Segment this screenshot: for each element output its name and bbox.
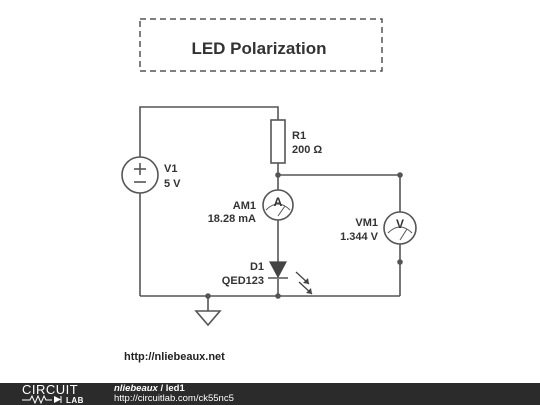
v1-value: 5 V	[164, 178, 181, 190]
voltmeter-symbol: V	[396, 217, 404, 231]
ammeter-symbol: A	[274, 195, 283, 209]
wire-top	[139, 106, 279, 157]
ground-symbol	[194, 310, 222, 327]
voltage-source-v1	[121, 156, 159, 194]
d1-value: QED123	[222, 275, 264, 287]
title-box	[139, 18, 383, 72]
circuit-credit: nliebeaux / led1	[114, 384, 234, 394]
logo-text-top: CIRCUIT	[22, 382, 79, 397]
meter-scale-arc	[265, 203, 291, 211]
junction-node	[205, 293, 211, 299]
resistor-r1	[270, 119, 286, 164]
logo-text-bottom: LAB	[66, 396, 84, 405]
meter-needle	[399, 228, 408, 241]
credit-separator: /	[160, 383, 164, 394]
circuitlab-logo[interactable]: CIRCUIT LAB	[22, 383, 102, 405]
junction-node	[275, 293, 281, 299]
circuit-info: nliebeaux / led1 http://circuitlab.com/c…	[114, 384, 234, 404]
meter-needle	[277, 205, 286, 217]
author-url[interactable]: http://nliebeaux.net	[124, 351, 225, 363]
v1-name: V1	[164, 163, 177, 175]
diagram-title: LED Polarization	[191, 39, 326, 58]
meter-scale-arc	[387, 226, 413, 234]
voltmeter-vm1: V	[383, 211, 417, 245]
d1-name: D1	[250, 261, 264, 273]
circuit-schematic: LED Polarization V1 5 V R1 200 Ω A AM1	[121, 18, 417, 363]
led-d1	[268, 261, 313, 295]
author-name[interactable]: nliebeaux	[114, 383, 158, 394]
voltmeter-circle	[383, 211, 417, 245]
logo-resistor-icon	[22, 395, 62, 404]
circuit-link[interactable]: http://circuitlab.com/ck55nc5	[114, 393, 234, 404]
arrow-head	[303, 278, 309, 284]
ammeter-am1: A	[262, 189, 294, 221]
vm1-name: VM1	[355, 217, 378, 229]
vm1-value: 1.344 V	[340, 231, 379, 243]
circuit-name[interactable]: led1	[165, 383, 185, 394]
junction-node	[397, 172, 403, 178]
ammeter-circle	[262, 189, 294, 221]
r1-value: 200 Ω	[292, 144, 322, 156]
junction-node	[275, 172, 281, 178]
footer-bar: CIRCUIT LAB nliebeaux / led1 http://circ…	[0, 383, 540, 405]
r1-name: R1	[292, 130, 306, 142]
am1-value: 18.28 mA	[208, 213, 256, 225]
arrow-head	[306, 288, 312, 294]
junction-node	[397, 259, 403, 265]
led-triangle	[269, 261, 287, 279]
am1-name: AM1	[233, 200, 256, 212]
